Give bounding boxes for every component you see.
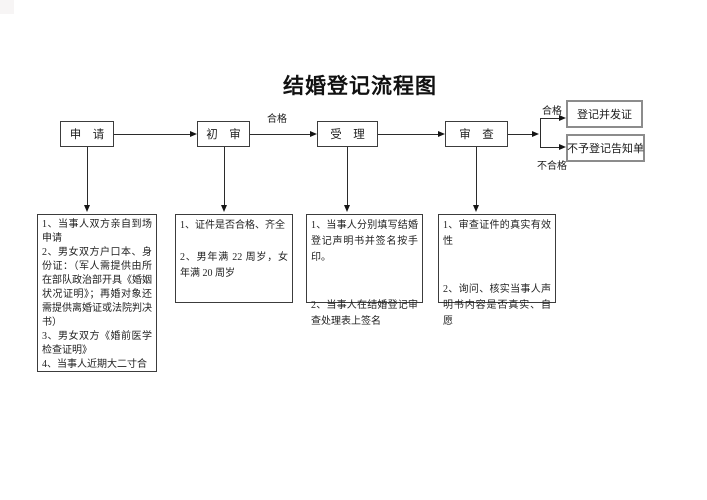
arrowhead-right-icon	[532, 131, 539, 137]
connector-branch-to-register	[540, 118, 559, 119]
branch-vertical-line	[540, 118, 541, 148]
arrowhead-down-icon	[221, 205, 227, 212]
edge-label-qualified-branch: 合格	[542, 106, 562, 117]
connector-initial-review-to-detail	[224, 147, 225, 205]
outcome-non-registration-notice: 不予登记告知单	[566, 134, 645, 162]
page-title: 结婚登记流程图	[283, 74, 437, 98]
connector-apply-to-initial-review	[114, 134, 190, 135]
detail-box-review: 1、审查证件的真实有效性 2、询问、核实当事人声明书内容是否真实、自愿	[438, 214, 556, 327]
connector-branch-to-notice	[540, 147, 559, 148]
connector-accept-to-detail	[347, 147, 348, 205]
flow-step-initial-review: 初 审	[197, 121, 250, 147]
arrowhead-right-icon	[310, 131, 317, 137]
flow-step-accept: 受 理	[317, 121, 378, 147]
detail-box-apply: 1、当事人双方亲自到场申请 2、男女双方户口本、身份证：（军人需提供由所在部队政…	[37, 214, 157, 372]
arrowhead-right-icon	[559, 115, 566, 121]
arrowhead-right-icon	[559, 144, 566, 150]
connector-review-to-detail	[476, 147, 477, 205]
arrowhead-down-icon	[84, 205, 90, 212]
edge-label-qualified: 合格	[267, 114, 287, 125]
connector-accept-to-review	[378, 134, 438, 135]
outcome-register-and-issue-certificate: 登记并发证	[566, 100, 643, 128]
arrowhead-down-icon	[473, 205, 479, 212]
corner-artifact	[0, 0, 14, 14]
flow-step-apply: 申 请	[60, 121, 114, 147]
arrowhead-down-icon	[344, 205, 350, 212]
detail-box-initial-review: 1、证件是否合格、齐全 2、男年满 22 周岁，女年满 20 周岁	[175, 214, 293, 303]
connector-review-to-branch	[508, 134, 532, 135]
arrowhead-right-icon	[190, 131, 197, 137]
edge-label-unqualified-branch: 不合格	[537, 161, 567, 172]
arrowhead-right-icon	[438, 131, 445, 137]
flow-step-review: 审 查	[445, 121, 508, 147]
connector-initial-review-to-accept	[250, 134, 310, 135]
connector-apply-to-detail	[87, 147, 88, 205]
detail-box-accept: 1、当事人分别填写结婚登记声明书并签名按手印。 2、当事人在结婚登记审查处理表上…	[306, 214, 423, 327]
